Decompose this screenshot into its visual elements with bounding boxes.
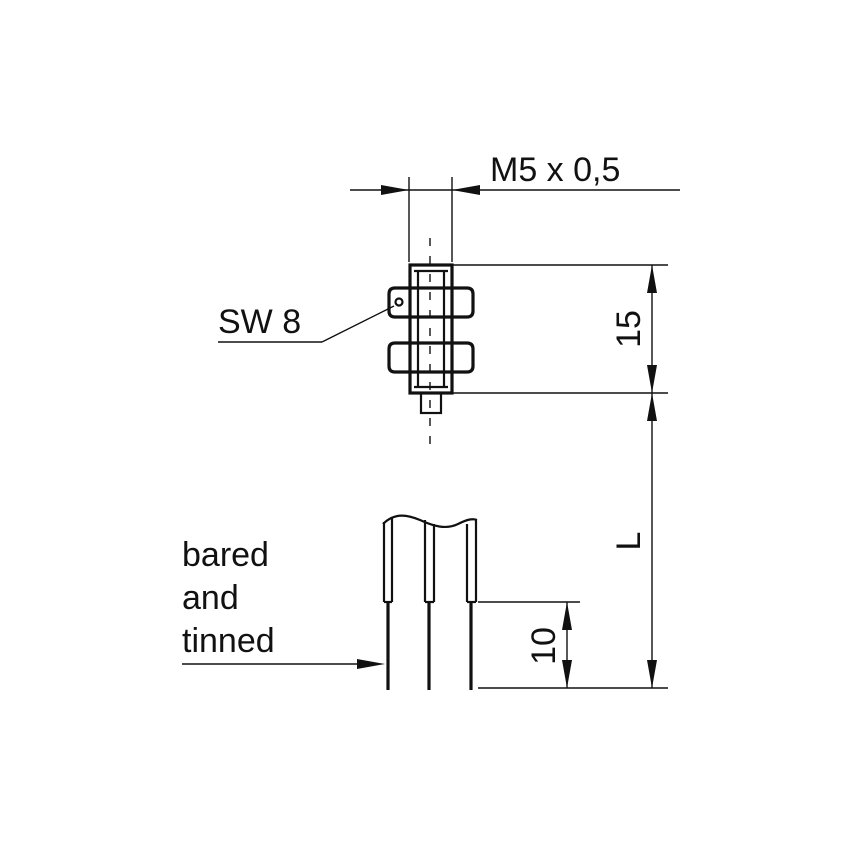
wire-note-line1: bared (182, 536, 269, 574)
body-length-label: 15 (610, 310, 648, 348)
lower-hex-nut (387, 341, 475, 374)
strip-length-label: 10 (525, 627, 563, 665)
thread-arrow-left (381, 185, 409, 195)
thread-dimension: M5 x 0,5 (350, 151, 680, 262)
wire-note: bared and tinned (182, 536, 385, 669)
cable-length-dimension: L (610, 393, 657, 688)
strip-length-dimension: 10 (478, 601, 580, 688)
wire-note-arrow (357, 659, 385, 669)
thread-arrow-right (452, 185, 480, 195)
wrench-size-label: SW 8 (218, 303, 301, 341)
thread-label: M5 x 0,5 (490, 151, 620, 189)
cable-length-label: L (610, 532, 648, 551)
wire-note-line2: and (182, 579, 239, 617)
upper-hex-nut (387, 286, 475, 319)
cable-break-line (382, 514, 478, 529)
cable-wires (382, 514, 478, 690)
sensor-body (408, 263, 454, 415)
body-length-dimension: 15 (610, 265, 657, 393)
wrench-size-callout: SW 8 (218, 303, 395, 343)
wire-note-line3: tinned (182, 622, 275, 660)
nut-marker-dot (394, 297, 404, 307)
